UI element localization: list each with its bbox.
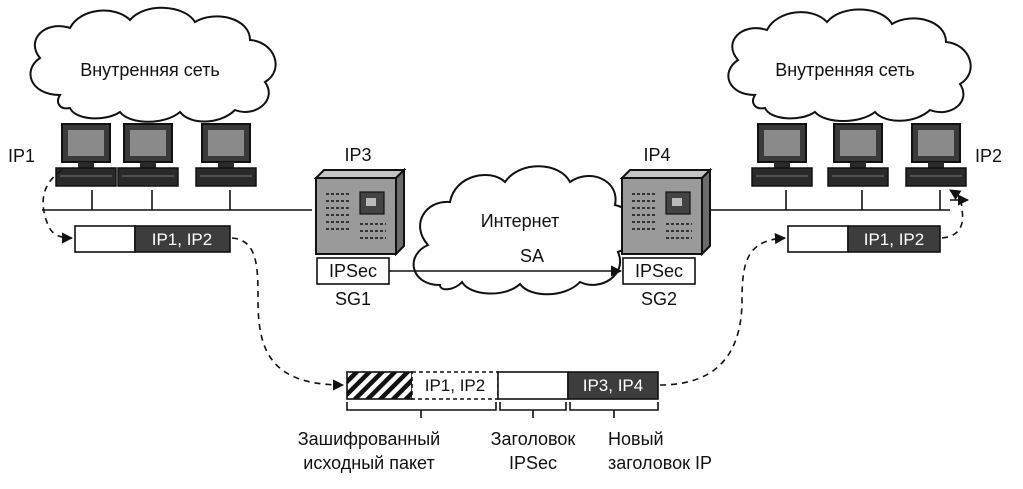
gateway-sg2-ipsec-box bbox=[622, 257, 696, 285]
new-ip-header-label: IP3, IP4 bbox=[583, 376, 643, 395]
left-internal-network-cloud: Внутренняя сеть bbox=[29, 6, 277, 123]
internet-label: Интернет bbox=[481, 211, 560, 231]
right-packet-header bbox=[847, 225, 941, 253]
left-cloud-label: Внутренняя сеть bbox=[80, 60, 220, 80]
left-packet-header-label: IP1, IP2 bbox=[152, 230, 212, 249]
right-packet-payload bbox=[787, 225, 849, 253]
computer-ip2-icon bbox=[905, 123, 967, 187]
new-ip-header-segment bbox=[567, 371, 659, 400]
gateway-sg1-server-icon bbox=[315, 177, 397, 255]
ipsec-header-segment bbox=[497, 371, 569, 400]
flow-packet-to-ip2 bbox=[941, 189, 964, 239]
left-packet-header bbox=[134, 225, 231, 253]
brace-encrypted bbox=[346, 402, 497, 418]
right-cloud-label: Внутренняя сеть bbox=[775, 60, 915, 80]
flow-ip1-to-packet bbox=[42, 169, 74, 244]
computer-right-1-icon bbox=[751, 123, 813, 187]
caption-encrypted-line1: Зашифрованный bbox=[298, 429, 440, 449]
computer-left-2-icon bbox=[117, 123, 179, 187]
computer-ip1-icon bbox=[55, 123, 117, 187]
right-packet-header-label: IP1, IP2 bbox=[864, 230, 924, 249]
encrypted-inner-header-label: IP1, IP2 bbox=[425, 376, 485, 395]
caption-encrypted-line2: исходный пакет bbox=[303, 453, 434, 473]
gateway-sg2-name: SG2 bbox=[641, 289, 677, 309]
gateway-sg1-ipsec-label: IPSec bbox=[329, 261, 377, 281]
caption-newip-line2: заголовок IP bbox=[608, 453, 712, 473]
brace-ipsec bbox=[499, 402, 567, 418]
gateway-sg2-server-icon bbox=[621, 177, 703, 255]
right-packet: IP1, IP2 bbox=[787, 225, 941, 253]
right-internal-network-cloud: Внутренняя сеть bbox=[727, 8, 972, 122]
gateway-sg1: IP3 IPSec SG1 bbox=[313, 145, 407, 309]
left-packet: IP1, IP2 bbox=[74, 225, 231, 253]
gateway-sg1-name: SG1 bbox=[335, 289, 371, 309]
gateway-sg2-ip-label: IP4 bbox=[643, 145, 670, 165]
flow-tunnel-to-right-packet bbox=[659, 232, 787, 386]
tunnel-packet: IP1, IP2 IP3, IP4 bbox=[346, 371, 659, 400]
computers bbox=[55, 123, 967, 187]
computer-left-3-icon bbox=[195, 123, 257, 187]
caption-ipsec-line1: Заголовок bbox=[491, 429, 576, 449]
gateway-sg2-ipsec-label: IPSec bbox=[635, 261, 683, 281]
brace-new-ip bbox=[569, 402, 659, 418]
internet-cloud: Интернет SA bbox=[412, 165, 636, 296]
host-ip1-label: IP1 bbox=[8, 146, 35, 166]
flow-to-tunnel-packet bbox=[231, 237, 345, 391]
computer-right-2-icon bbox=[827, 123, 889, 187]
gateway-sg1-ip-label: IP3 bbox=[344, 145, 371, 165]
host-ip2-label: IP2 bbox=[975, 146, 1002, 166]
caption-ipsec-line2: IPSec bbox=[509, 453, 557, 473]
sa-label: SA bbox=[520, 246, 544, 266]
caption-newip-line1: Новый bbox=[608, 429, 664, 449]
gateway-sg2: IP4 IPSec SG2 bbox=[619, 145, 713, 309]
encrypted-payload-segment bbox=[346, 371, 413, 400]
left-packet-payload bbox=[74, 225, 136, 253]
